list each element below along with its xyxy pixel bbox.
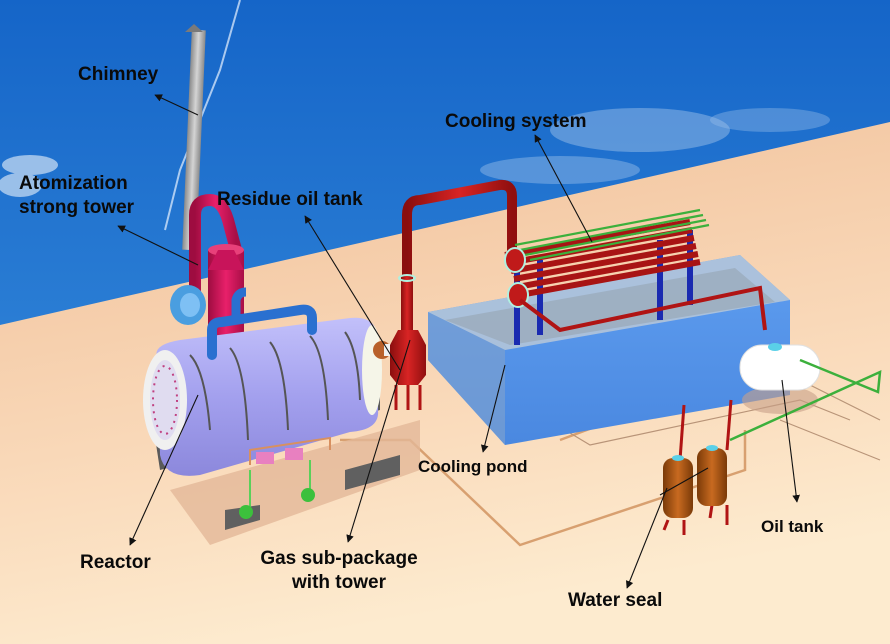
arrow-cooling-system [534,134,593,243]
atomization-tower [170,193,244,340]
oil-tank [729,343,882,442]
label-atomization-line1: Atomization [19,173,128,194]
label-cooling-system: Cooling system [445,111,587,132]
arrow-water-seal-b [659,467,709,496]
residue-oil-tank-tower [390,179,517,410]
label-reactor: Reactor [80,552,151,573]
arrow-reactor [129,394,199,546]
arrow-water-seal-a [625,487,668,589]
label-water-seal: Water seal [568,590,663,611]
leader-arrows [117,94,800,589]
cooling-system [504,208,767,345]
label-cooling-pond: Cooling pond [418,457,528,476]
label-oil-tank: Oil tank [761,517,824,536]
arrow-chimney [154,94,199,116]
arrow-atomization [117,225,199,266]
arrow-gas-sub-package [346,339,411,543]
arrow-residue-oil-tank [304,215,401,371]
water-seal [662,399,733,535]
label-gas-sub-package-line1: Gas sub-package [260,548,418,569]
clouds [0,108,830,197]
arrow-cooling-pond [480,364,506,453]
reactor [143,287,402,519]
arrow-oil-tank [781,379,800,503]
label-chimney: Chimney [78,64,159,85]
label-atomization-line2: strong tower [19,197,135,218]
label-gas-sub-package-line2: with tower [292,572,386,593]
label-residue-oil-tank: Residue oil tank [217,189,363,210]
floor-lines [564,379,881,461]
chimney [182,24,206,251]
